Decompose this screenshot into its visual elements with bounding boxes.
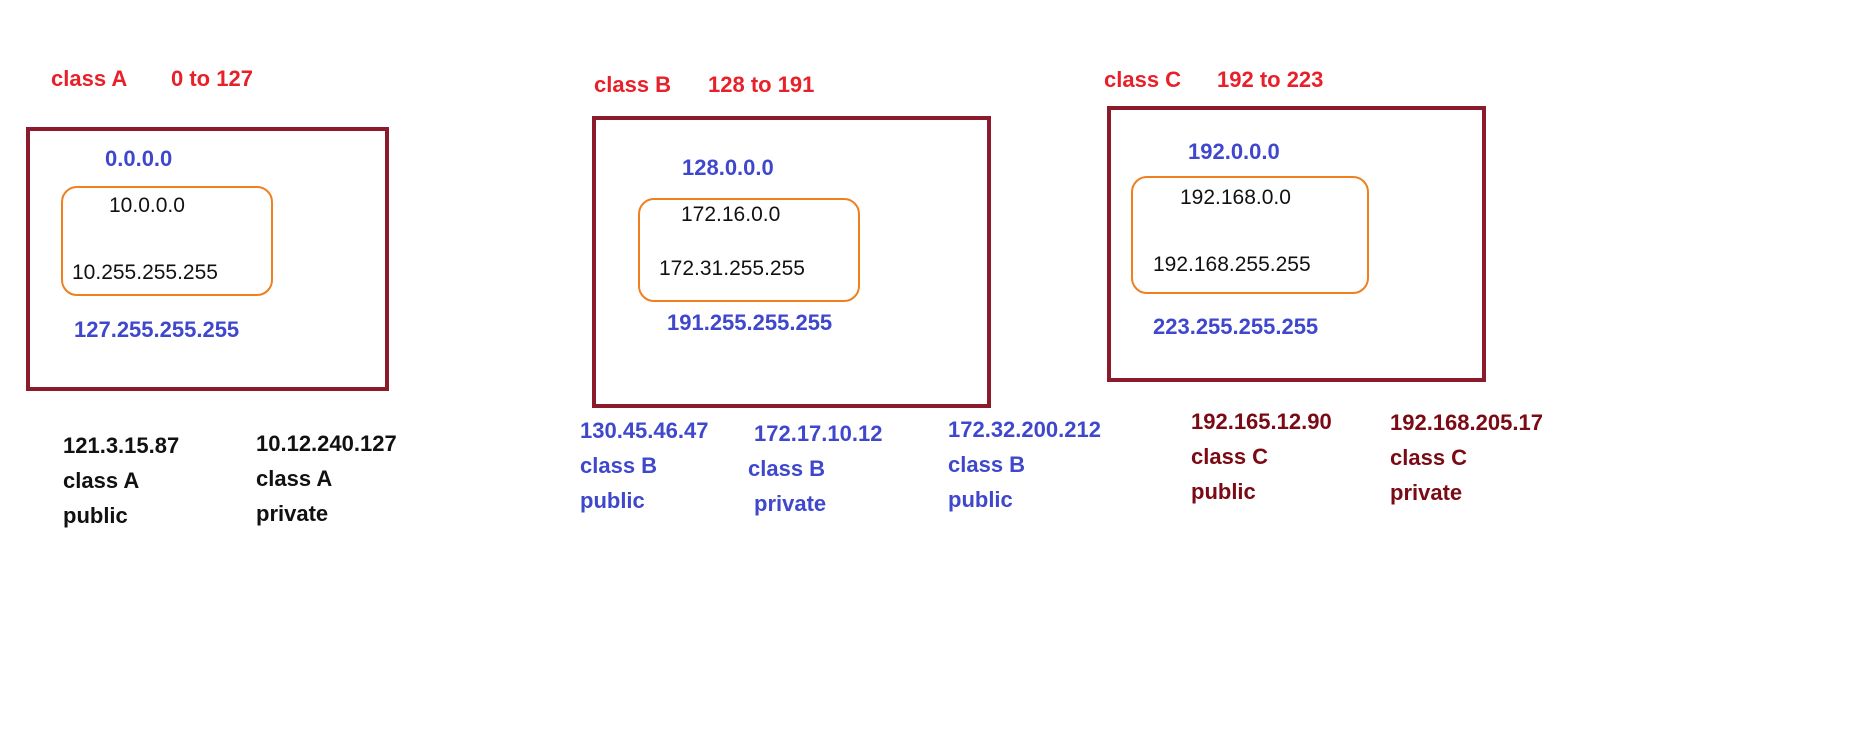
example-class: class B <box>948 452 1026 477</box>
example-type: public <box>1191 479 1256 504</box>
class-c-end-address: 223.255.255.255 <box>1153 314 1319 339</box>
example-type: private <box>256 501 329 526</box>
class-a-example-1: 121.3.15.87 class A public <box>63 428 179 533</box>
class-a-private-start: 10.0.0.0 <box>109 194 185 217</box>
class-b-example-2: 172.17.10.12 class B private <box>748 416 882 521</box>
example-ip: 192.165.12.90 <box>1191 409 1332 434</box>
example-class: class B <box>748 456 826 481</box>
class-b-box <box>592 116 991 408</box>
class-b-start-address: 128.0.0.0 <box>682 155 774 180</box>
example-ip: 172.17.10.12 <box>754 421 883 446</box>
class-a-end-address: 127.255.255.255 <box>74 317 240 342</box>
example-type: private <box>754 491 827 516</box>
example-type: public <box>948 487 1013 512</box>
class-c-box <box>1107 106 1486 382</box>
class-c-private-box <box>1131 176 1369 294</box>
class-a-private-box <box>61 186 273 296</box>
example-type: private <box>1390 480 1463 505</box>
class-b-title: class B <box>594 72 672 97</box>
example-ip: 10.12.240.127 <box>256 431 397 456</box>
example-type: public <box>580 488 645 513</box>
class-b-example-1: 130.45.46.47 class B public <box>580 413 708 518</box>
class-c-range: 192 to 223 <box>1217 67 1324 92</box>
class-c-start-address: 192.0.0.0 <box>1188 139 1280 164</box>
class-c-private-end: 192.168.255.255 <box>1153 253 1311 276</box>
class-b-private-end: 172.31.255.255 <box>659 257 805 280</box>
class-b-private-start: 172.16.0.0 <box>681 203 781 226</box>
example-class: class A <box>256 466 333 491</box>
class-a-start-address: 0.0.0.0 <box>105 146 173 171</box>
example-ip: 130.45.46.47 <box>580 418 709 443</box>
class-a-example-2: 10.12.240.127 class A private <box>256 426 397 531</box>
example-ip: 121.3.15.87 <box>63 433 180 458</box>
example-type: public <box>63 503 128 528</box>
example-class: class A <box>63 468 140 493</box>
example-class: class C <box>1390 445 1468 470</box>
class-a-private-end: 10.255.255.255 <box>72 261 218 284</box>
class-b-end-address: 191.255.255.255 <box>667 310 833 335</box>
class-b-private-box <box>638 198 860 302</box>
class-a-title: class A <box>51 66 128 91</box>
example-class: class C <box>1191 444 1269 469</box>
class-b-example-3: 172.32.200.212 class B public <box>948 412 1101 517</box>
class-b-range: 128 to 191 <box>708 72 815 97</box>
class-a-box <box>26 127 389 391</box>
example-ip: 192.168.205.17 <box>1390 410 1543 435</box>
class-c-example-1: 192.165.12.90 class C public <box>1191 404 1332 509</box>
example-ip: 172.32.200.212 <box>948 417 1101 442</box>
example-class: class B <box>580 453 658 478</box>
class-c-example-2: 192.168.205.17 class C private <box>1390 405 1543 510</box>
class-a-range: 0 to 127 <box>171 66 253 91</box>
class-c-private-start: 192.168.0.0 <box>1180 186 1291 209</box>
class-c-title: class C <box>1104 67 1182 92</box>
